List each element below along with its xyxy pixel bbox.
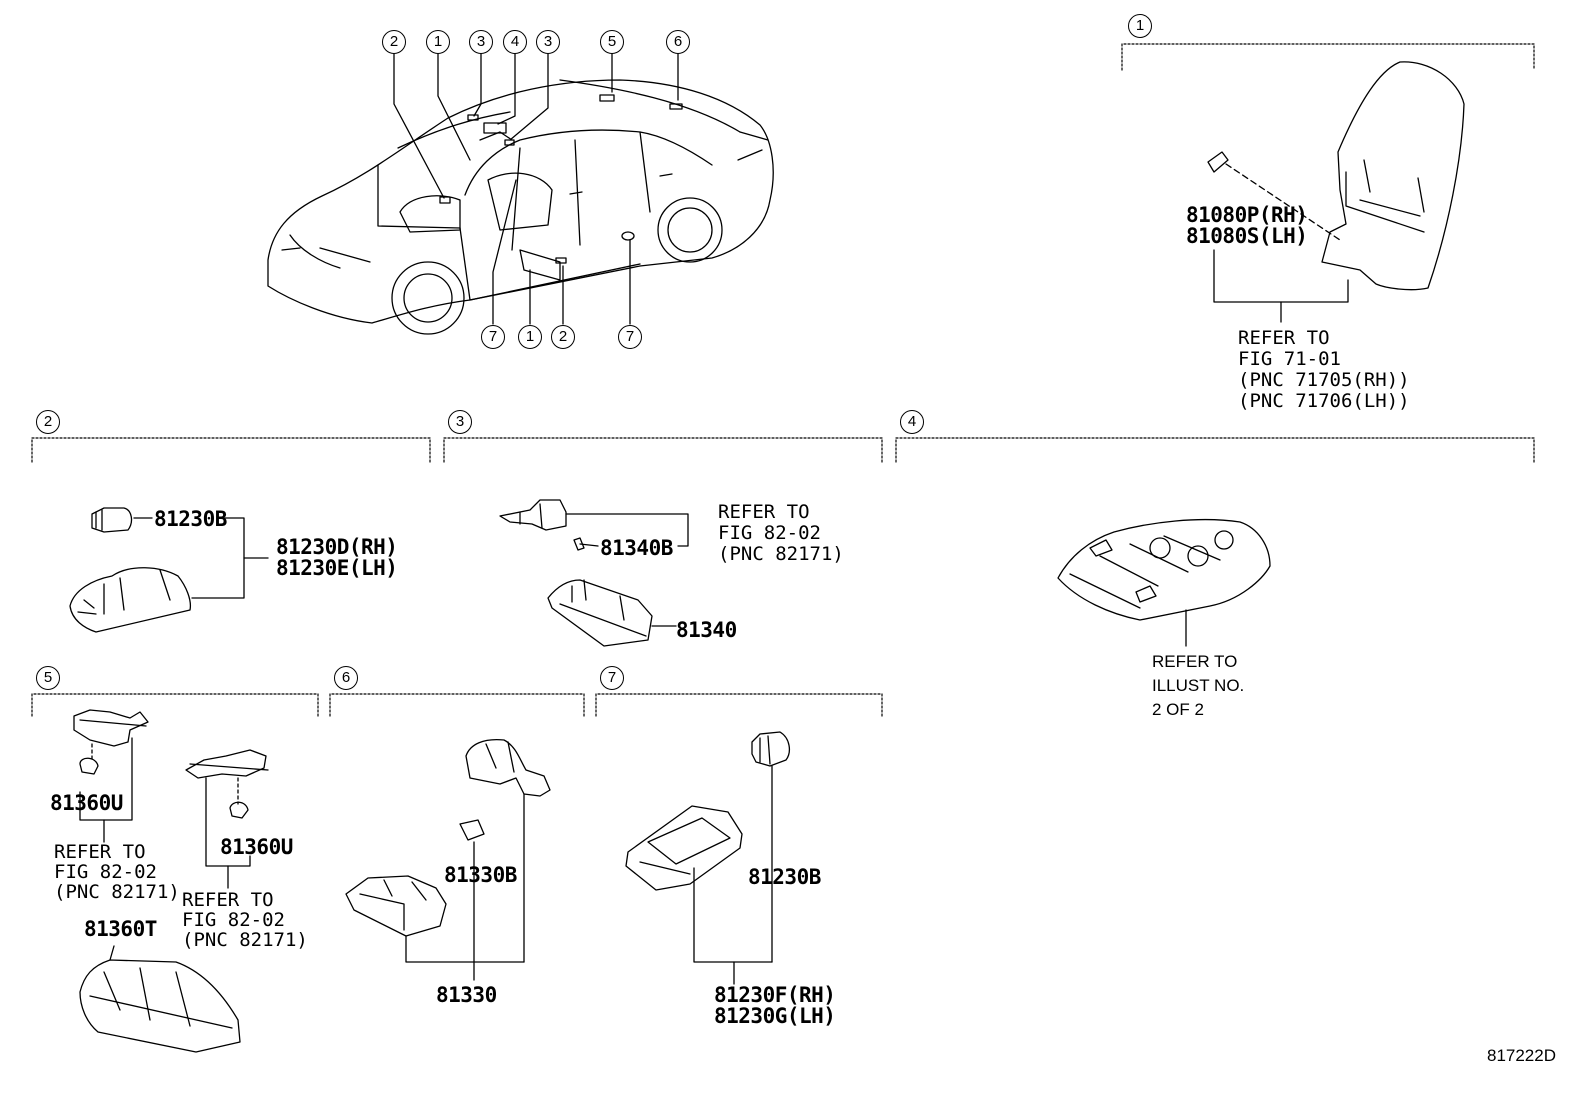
part-81230b: 81230B: [154, 507, 227, 531]
section-brackets: [31, 43, 1535, 717]
callout-7: 7: [481, 325, 505, 349]
refer-text-line: (PNC 71706(LH)): [1238, 390, 1410, 412]
callout-5: 5: [600, 30, 624, 54]
refer-text-line: REFER TO: [1238, 327, 1330, 349]
refer-text-line: (PNC 82171): [182, 929, 308, 951]
section-5-number: 5: [36, 666, 60, 690]
part-81230b: 81230B: [748, 865, 821, 889]
part-81080s-lh: 81080S(LH): [1186, 224, 1308, 248]
part-81340: 81340: [676, 618, 737, 642]
diagram-code: 817222D: [1486, 1046, 1556, 1065]
callout-2: 2: [551, 325, 575, 349]
section-1-number: 1: [1128, 14, 1152, 38]
refer-text-line: (PNC 82171): [718, 543, 844, 565]
refer-text-line: FIG 82-02: [718, 522, 821, 544]
refer-text-line: REFER TO: [1152, 652, 1238, 671]
callout-1: 1: [426, 30, 450, 54]
part-81080p-rh: 81080P(RH): [1186, 203, 1308, 227]
section-4-number: 4: [900, 410, 924, 434]
part-81230g-lh: 81230G(LH): [714, 1004, 836, 1028]
refer-text-line: FIG 71-01: [1238, 348, 1341, 370]
refer-text-line: FIG 82-02: [182, 909, 285, 931]
group1-visor-illustration: [1207, 61, 1465, 323]
part-81360u: 81360U: [220, 835, 293, 859]
callout-2: 2: [382, 30, 406, 54]
refer-text-line: REFER TO: [718, 501, 810, 523]
part-81360t: 81360T: [84, 917, 157, 941]
part-81340b: 81340B: [600, 536, 673, 560]
car-overview-illustration: [267, 53, 774, 335]
part-81330b: 81330B: [444, 863, 517, 887]
callout-4: 4: [503, 30, 527, 54]
part-81230e-lh: 81230E(LH): [276, 556, 398, 580]
group6-lamp-illustration: [345, 738, 551, 981]
group2-lamp-illustration: [69, 507, 269, 633]
group5-lamp-illustration: [73, 709, 269, 1053]
refer-text-line: 2 OF 2: [1152, 700, 1204, 719]
callout-6: 6: [666, 30, 690, 54]
refer-text-line: REFER TO: [182, 889, 274, 911]
refer-text-line: ILLUST NO.: [1152, 676, 1245, 695]
refer-text-line: (PNC 71705(RH)): [1238, 369, 1410, 391]
group7-lamp-illustration: [625, 731, 791, 985]
part-81230d-rh: 81230D(RH): [276, 535, 398, 559]
refer-text-line: REFER TO: [54, 841, 146, 863]
group4-console-illustration: [1057, 518, 1271, 647]
part-81330: 81330: [436, 983, 497, 1007]
callout-7: 7: [618, 325, 642, 349]
refer-text-line: (PNC 82171): [54, 881, 180, 903]
section-2-number: 2: [36, 410, 60, 434]
section-7-number: 7: [600, 666, 624, 690]
part-81360u: 81360U: [50, 791, 123, 815]
callout-3: 3: [469, 30, 493, 54]
callout-1: 1: [518, 325, 542, 349]
callout-3: 3: [536, 30, 560, 54]
section-6-number: 6: [334, 666, 358, 690]
section-3-number: 3: [448, 410, 472, 434]
refer-text-line: FIG 82-02: [54, 861, 157, 883]
part-81230f-rh: 81230F(RH): [714, 983, 836, 1007]
group3-lamp-illustration: [499, 499, 689, 647]
